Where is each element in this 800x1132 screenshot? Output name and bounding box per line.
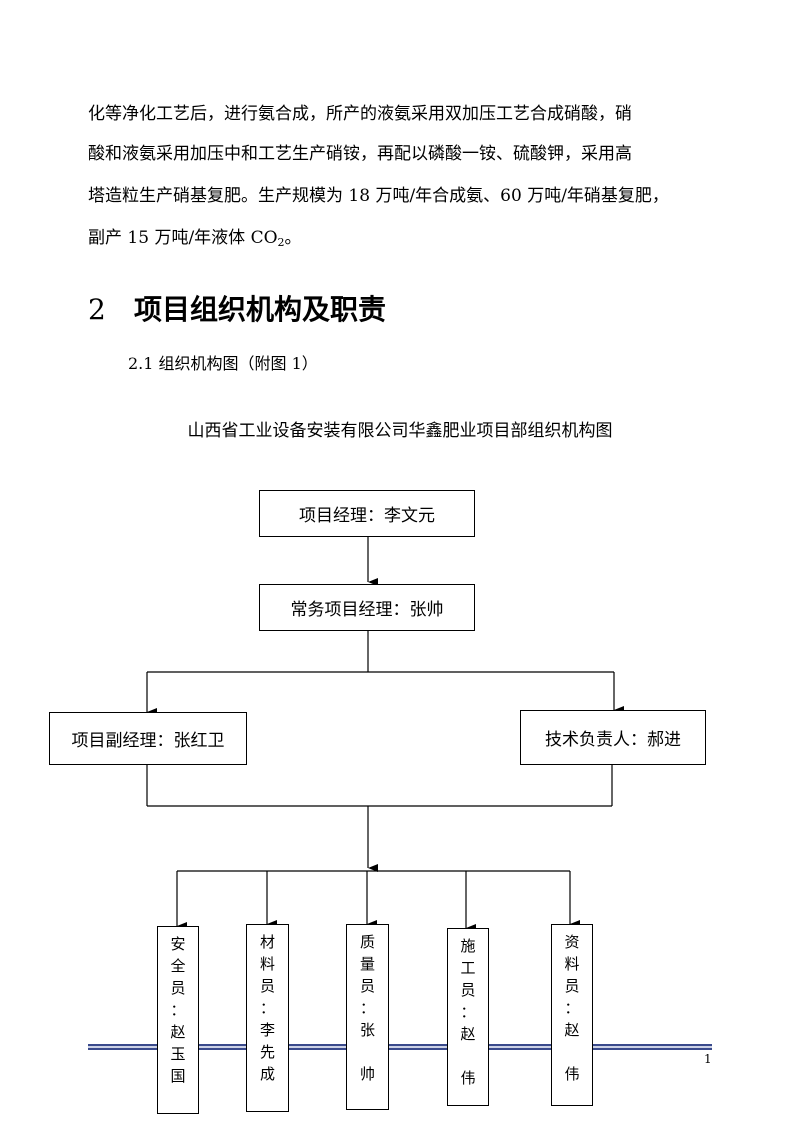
char: 伟 [564, 1065, 580, 1083]
char: 员 [359, 977, 375, 995]
char: 员 [564, 977, 580, 995]
char: 先 [259, 1043, 275, 1061]
char: ： [170, 1001, 186, 1019]
char: 资 [564, 933, 580, 951]
box-construction-officer: 施工员 ： 赵 伟 [447, 928, 489, 1106]
technical-lead-label: 技术负责人：郝进 [545, 730, 681, 750]
box-project-manager: 项目经理：李文元 [259, 490, 475, 537]
section-title: 项目组织机构及职责 [134, 293, 387, 326]
char: 料 [259, 955, 275, 973]
char: 安 [170, 935, 186, 953]
box-documents-officer: 资料员 ： 赵 伟 [551, 924, 593, 1106]
box-technical-lead: 技术负责人：郝进 [520, 710, 706, 765]
page-number: 1 [704, 1052, 712, 1066]
char: 国 [170, 1067, 186, 1085]
char: ： [564, 999, 580, 1017]
subscript-2: 2 [277, 236, 285, 249]
char: 成 [259, 1065, 275, 1083]
executive-pm-label: 常务项目经理：张帅 [290, 600, 444, 620]
box-quality-officer: 质量员 ： 张 帅 [346, 924, 389, 1110]
char: ： [359, 999, 375, 1017]
char: ： [259, 999, 275, 1017]
char [552, 1041, 592, 1063]
body-line-3: 塔造粒生产硝基复肥。生产规模为 18 万吨/年合成氨、60 万吨/年硝基复肥， [88, 186, 669, 206]
box-executive-project-manager: 常务项目经理：张帅 [259, 584, 475, 631]
box-materials-officer: 材料员 ： 李先成 [246, 924, 289, 1112]
char: 赵 [170, 1023, 186, 1041]
char: 赵 [564, 1021, 580, 1039]
char: 玉 [170, 1045, 186, 1063]
char: 赵 [460, 1025, 476, 1043]
char: 员 [259, 977, 275, 995]
body-line-2: 酸和液氨采用加压中和工艺生产硝铵，再配以磷酸一铵、硫酸钾，采用高 [88, 144, 632, 164]
section-heading: 2 项目组织机构及职责 [88, 288, 386, 328]
char [448, 1045, 488, 1067]
char: 员 [170, 979, 186, 997]
body-line-4-text: 副产 15 万吨/年液体 CO [88, 228, 278, 248]
deputy-pm-label: 项目副经理：张红卫 [71, 731, 225, 751]
char: 量 [359, 955, 375, 973]
char: 材 [259, 933, 275, 951]
char: 施 [460, 937, 476, 955]
box-deputy-project-manager: 项目副经理：张红卫 [49, 712, 247, 765]
char: 帅 [359, 1065, 375, 1083]
body-line-4: 副产 15 万吨/年液体 CO2。 [88, 228, 302, 249]
char: 质 [359, 933, 375, 951]
char: 全 [170, 957, 186, 975]
char: 员 [460, 981, 476, 999]
char: 伟 [460, 1069, 476, 1087]
char: 料 [564, 955, 580, 973]
box-safety-officer: 安全员 ： 赵玉国 [157, 926, 199, 1114]
char: ： [460, 1003, 476, 1021]
section-number: 2 [88, 293, 106, 326]
org-chart-title: 山西省工业设备安装有限公司华鑫肥业项目部组织机构图 [187, 421, 613, 441]
char: 李 [259, 1021, 275, 1039]
body-line-1: 化等净化工艺后，进行氨合成，所产的液氨采用双加压工艺合成硝酸，硝 [88, 104, 632, 124]
char: 工 [460, 959, 476, 977]
char: 张 [359, 1021, 375, 1039]
project-manager-label: 项目经理：李文元 [299, 506, 435, 526]
char [347, 1041, 388, 1063]
body-line-4-end: 。 [284, 228, 302, 248]
subsection-heading: 2.1 组织机构图（附图 1） [128, 354, 318, 373]
